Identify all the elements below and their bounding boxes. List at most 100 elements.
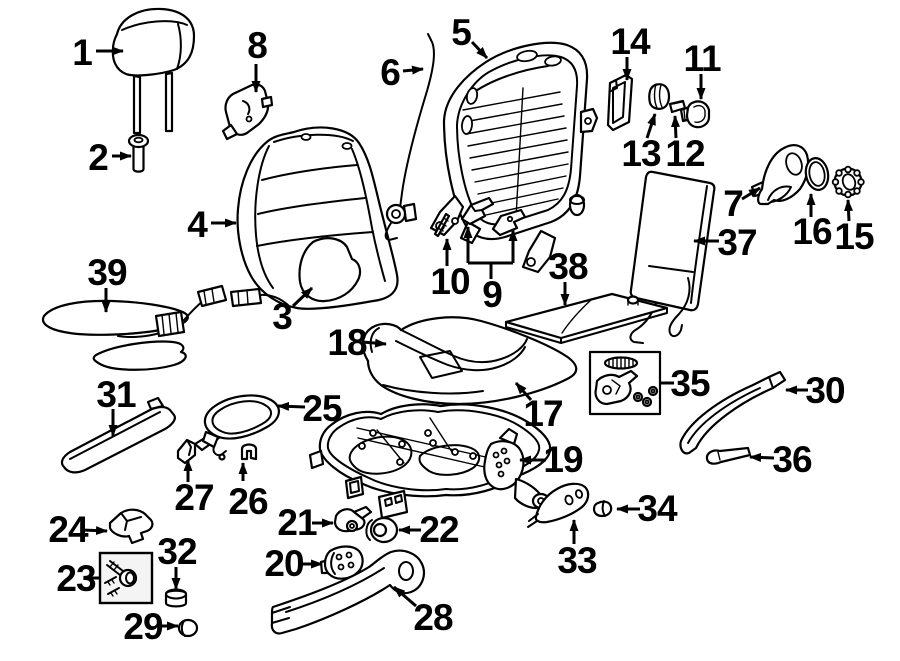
- callout-arrow: [741, 186, 761, 201]
- hardware-kit-box-illustration: [98, 551, 154, 605]
- hinge-pin-illustration: [433, 212, 451, 238]
- part-callout-14: 14: [610, 21, 652, 81]
- part-number-11: 11: [683, 38, 721, 79]
- callout-arrow: [393, 585, 417, 608]
- cable-clip-illustration: [240, 443, 258, 461]
- recliner-mechanism-box-illustration: [588, 350, 662, 416]
- part-number-14: 14: [610, 21, 651, 62]
- part-callout-18: 18: [327, 322, 387, 363]
- part-callout-20: 20: [264, 543, 323, 584]
- part-callout-38: 38: [548, 246, 589, 306]
- part-callout-8: 8: [247, 25, 268, 93]
- small-lever-illustration: [705, 446, 752, 465]
- part-callout-35: 35: [660, 363, 711, 404]
- part-number-21: 21: [277, 502, 317, 543]
- part-number-39: 39: [87, 252, 127, 293]
- callout-arrow: [645, 113, 657, 139]
- part-number-4: 4: [187, 204, 208, 245]
- seat-track-frame-illustration: [308, 403, 552, 520]
- headrest-guide-bolt-illustration: [127, 133, 150, 173]
- part-number-10: 10: [430, 261, 470, 302]
- part-callout-37: 37: [693, 222, 758, 263]
- seat-heater-pad-illustration: [41, 284, 289, 371]
- seatback-frame-illustration: [429, 41, 599, 274]
- callout-arrow: [277, 401, 306, 411]
- part-callout-4: 4: [187, 204, 237, 245]
- part-callout-39: 39: [87, 252, 128, 313]
- callout-arrow: [749, 452, 775, 462]
- part-number-9: 9: [482, 274, 502, 315]
- callout-arrow: [291, 286, 314, 308]
- part-number-19: 19: [543, 439, 583, 480]
- part-callout-34: 34: [616, 488, 679, 529]
- part-callout-23: 23: [56, 558, 100, 599]
- floor-panel-illustration: [504, 292, 669, 344]
- recliner-handle-illustration: [750, 144, 810, 206]
- adjuster-knob-illustration: [648, 83, 671, 110]
- part-number-30: 30: [805, 370, 845, 411]
- part-number-23: 23: [56, 558, 96, 599]
- part-callout-25: 25: [277, 388, 343, 429]
- recline-lever-illustration: [527, 482, 590, 528]
- part-callout-26: 26: [228, 462, 269, 522]
- part-callout-32: 32: [157, 531, 198, 590]
- track-end-cover-illustration: [108, 508, 154, 545]
- part-number-32: 32: [157, 531, 197, 572]
- callout-arrow: [402, 65, 424, 75]
- callout-arrow: [361, 338, 387, 348]
- knurled-cap-illustration: [831, 165, 865, 199]
- part-callout-7: 7: [723, 183, 761, 224]
- callout-arrow: [470, 40, 489, 60]
- part-number-25: 25: [302, 388, 342, 429]
- seatback-cushion-illustration: [236, 126, 399, 310]
- stop-brackets-illustration: [460, 196, 527, 237]
- part-number-35: 35: [670, 363, 710, 404]
- small-cap-illustration: [177, 618, 199, 638]
- callout-arrow: [844, 199, 854, 222]
- part-callout-5: 5: [451, 12, 489, 60]
- part-number-27: 27: [174, 477, 213, 518]
- part-number-33: 33: [557, 540, 597, 581]
- side-bracket-illustration: [221, 83, 274, 141]
- part-number-18: 18: [327, 322, 367, 363]
- side-trim-panel-illustration: [270, 549, 426, 635]
- part-number-31: 31: [96, 374, 136, 415]
- bolt-cap-illustration: [164, 588, 188, 608]
- part-number-3: 3: [272, 296, 292, 337]
- part-number-34: 34: [637, 488, 678, 529]
- callout-arrow: [514, 382, 533, 401]
- part-callout-31: 31: [96, 374, 137, 437]
- part-callout-19: 19: [519, 439, 584, 480]
- part-number-29: 29: [123, 606, 163, 647]
- part-number-7: 7: [723, 183, 743, 224]
- headrest-illustration: [111, 7, 196, 135]
- part-number-20: 20: [264, 543, 304, 584]
- part-number-36: 36: [772, 439, 812, 480]
- part-number-1: 1: [72, 32, 92, 73]
- part-number-17: 17: [523, 393, 562, 434]
- part-callout-33: 33: [557, 519, 598, 581]
- part-callout-10: 10: [430, 238, 471, 302]
- part-callout-9: 9: [463, 226, 518, 315]
- callout-arrow: [671, 115, 680, 139]
- part-callout-1: 1: [72, 32, 124, 73]
- part-number-38: 38: [548, 246, 588, 287]
- part-number-12: 12: [665, 133, 705, 174]
- part-callout-28: 28: [393, 585, 454, 638]
- seatback-panel-illustration: [629, 170, 716, 344]
- part-number-15: 15: [834, 216, 874, 257]
- callout-arrow: [81, 526, 108, 536]
- part-callout-12: 12: [665, 115, 706, 174]
- part-number-22: 22: [419, 509, 459, 550]
- part-number-5: 5: [451, 12, 471, 53]
- switch-knob-illustration: [679, 100, 711, 129]
- part-callout-29: 29: [123, 606, 179, 647]
- part-callout-15: 15: [834, 199, 875, 257]
- part-callout-17: 17: [514, 382, 564, 434]
- part-callout-3: 3: [272, 286, 314, 337]
- part-callout-27: 27: [174, 459, 215, 518]
- release-cable-loop-illustration: [201, 394, 280, 461]
